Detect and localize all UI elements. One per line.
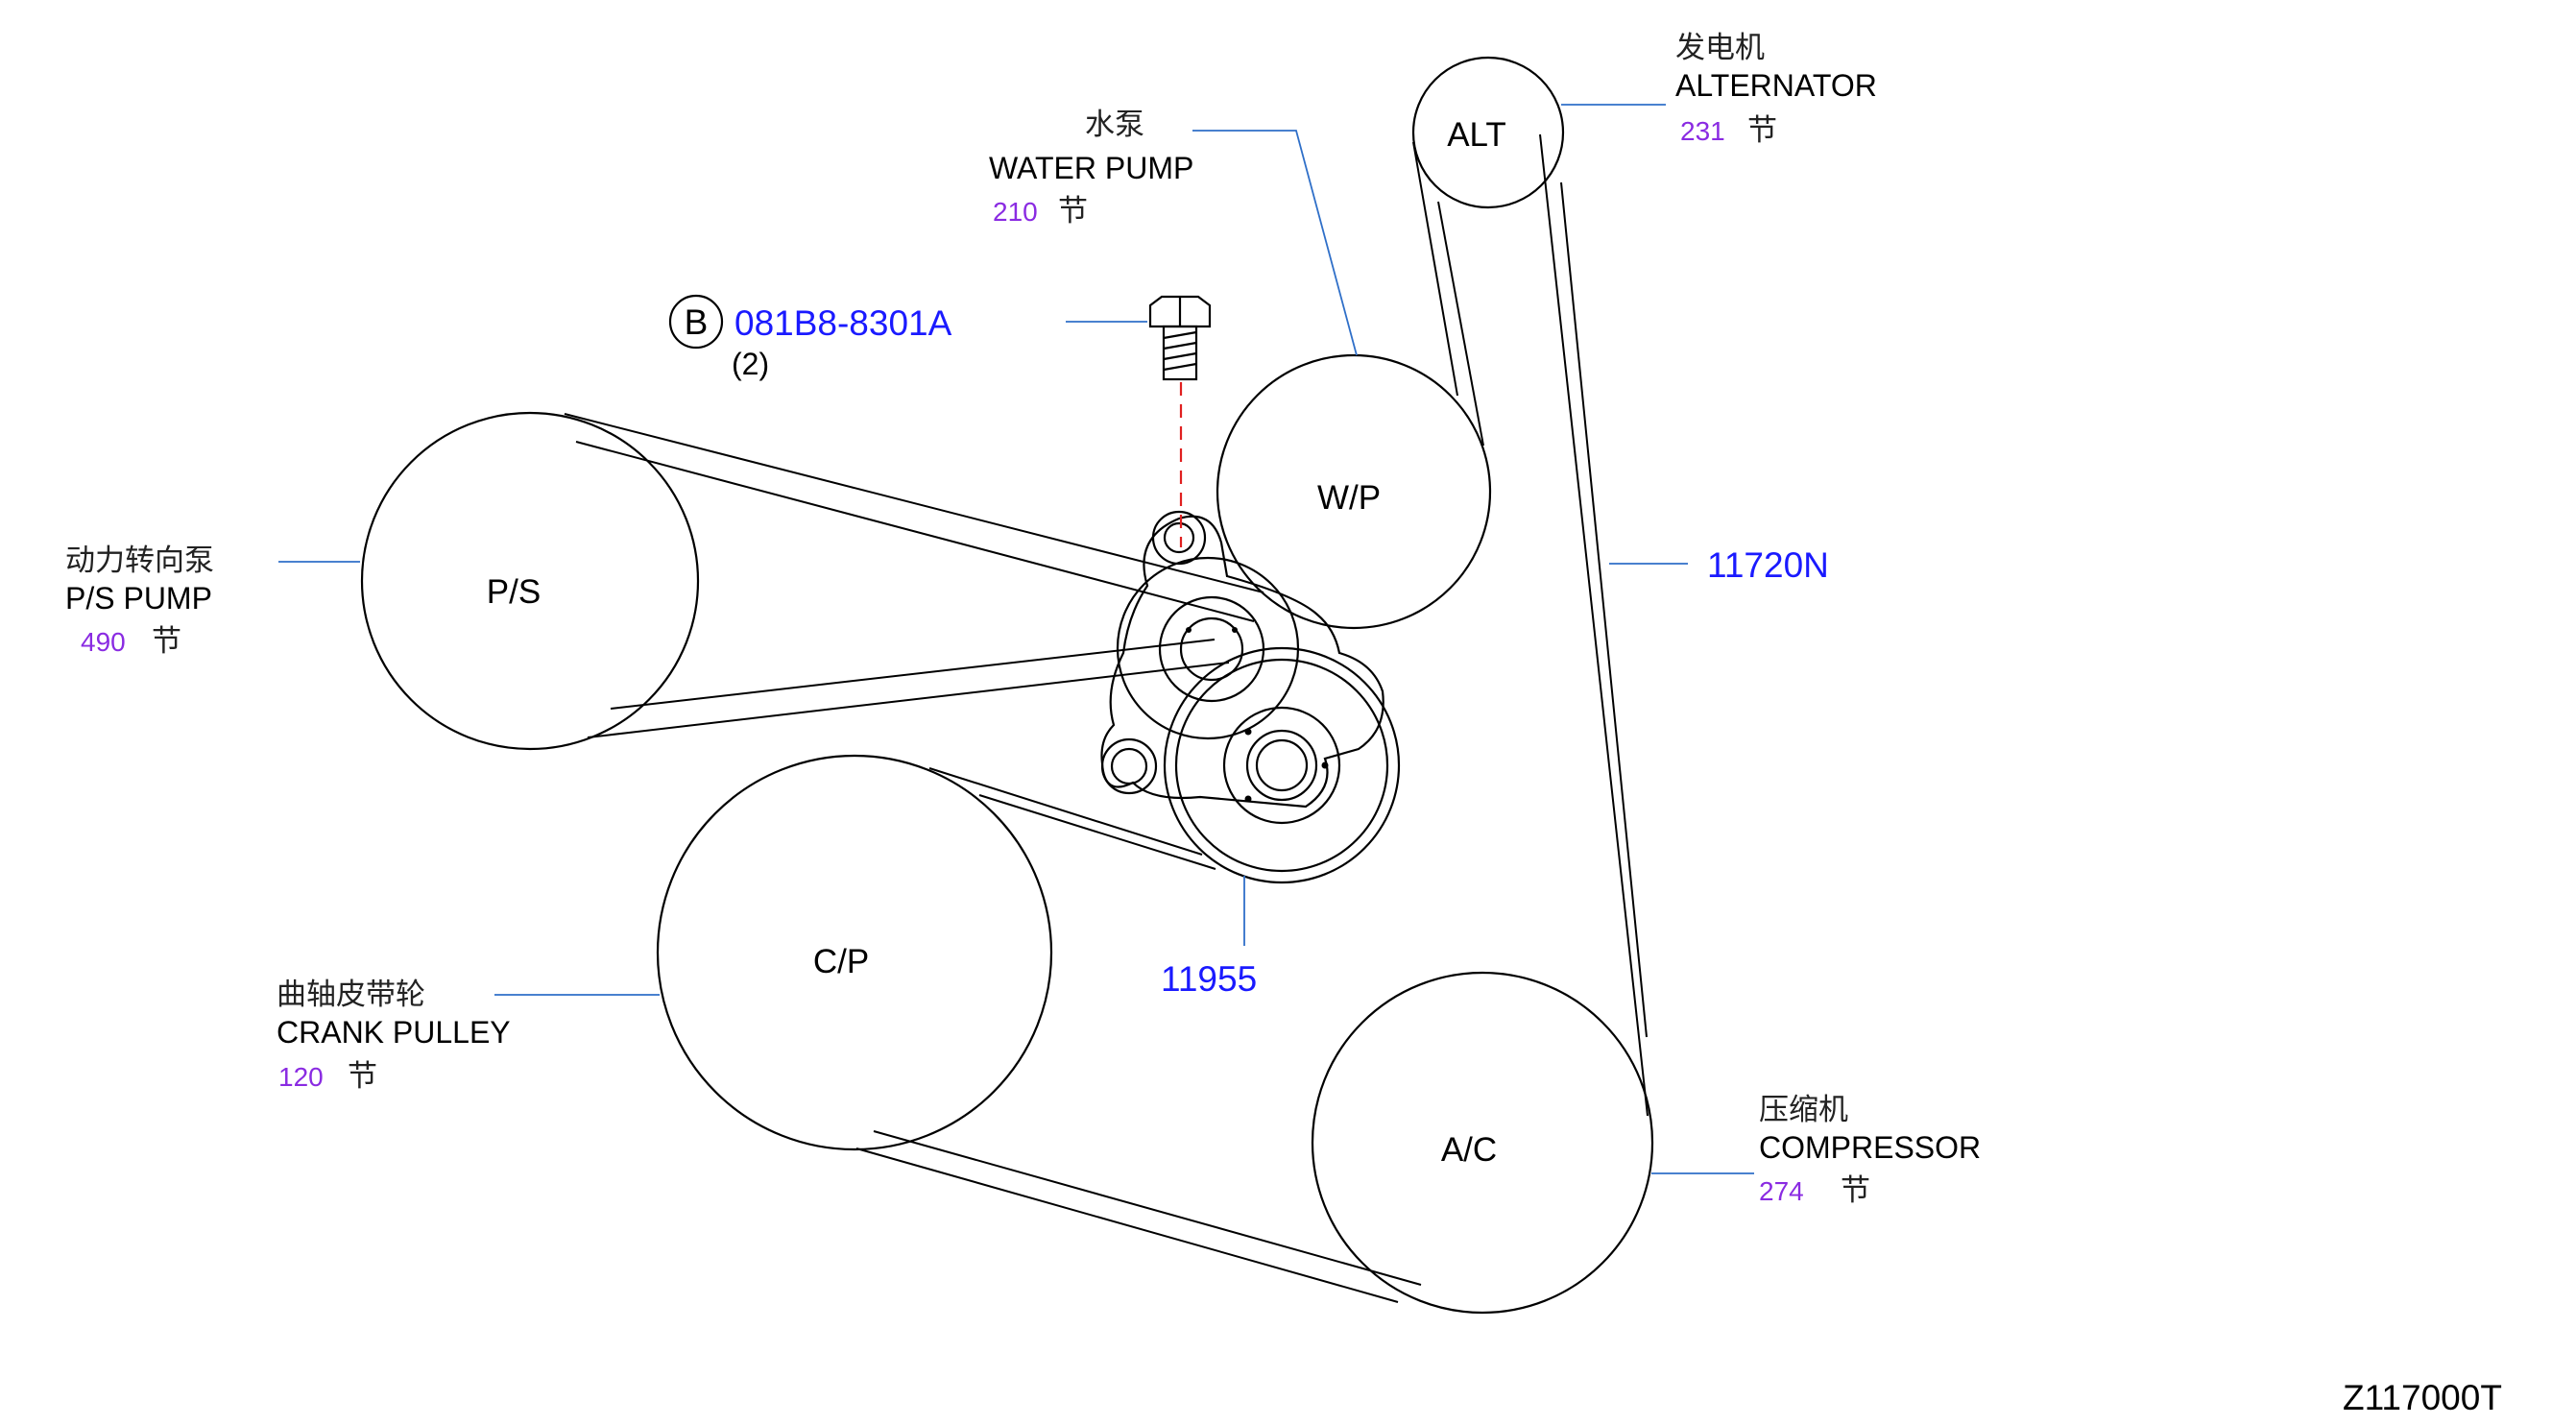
alternator-en-label: ALTERNATOR: [1675, 68, 1877, 103]
compressor-en-label: COMPRESSOR: [1759, 1130, 1981, 1165]
pulley-crank: C/P: [656, 754, 1053, 1151]
callout-water-pump: 水泵 WATER PUMP 210 节: [989, 108, 1193, 229]
bolt-icon: [1148, 295, 1212, 381]
pulley-ac-compressor: A/C: [1311, 971, 1654, 1315]
ps-pump-section-number: 490: [81, 627, 126, 657]
water-pump-section-suffix: 节: [1058, 194, 1088, 229]
pulley-label-cp: C/P: [813, 943, 869, 980]
pulley-label-ps: P/S: [487, 573, 541, 611]
leader-lines: [278, 104, 1754, 1174]
ps-pump-cn-label: 动力转向泵: [65, 543, 214, 578]
callout-alternator: 发电机 ALTERNATOR 231 节: [1675, 31, 1877, 148]
water-pump-section-number: 210: [993, 197, 1038, 227]
crank-pulley-en-label: CRANK PULLEY: [277, 1015, 511, 1050]
compressor-cn-label: 压缩机: [1759, 1093, 1848, 1127]
drive-belt: [564, 133, 1649, 1303]
pulley-label-alt: ALT: [1447, 116, 1506, 154]
callout-ps-pump: 动力转向泵 P/S PUMP 490 节: [65, 543, 214, 659]
pulley-alternator: ALT: [1411, 56, 1565, 209]
crank-pulley-section-number: 120: [278, 1062, 324, 1092]
water-pump-cn-label: 水泵: [1085, 108, 1144, 142]
alternator-cn-label: 发电机: [1675, 31, 1765, 65]
pulley-power-steering: P/S: [360, 411, 700, 751]
callout-compressor: 压缩机 COMPRESSOR 274 节: [1759, 1093, 1981, 1208]
pulley-water-pump: W/P: [1216, 353, 1492, 630]
callout-crank-pulley: 曲轴皮带轮 CRANK PULLEY 120 节: [277, 978, 511, 1094]
water-pump-en-label: WATER PUMP: [989, 151, 1193, 185]
diagram-code: Z117000T: [2343, 1378, 2502, 1417]
bolt-quantity: (2): [732, 347, 769, 381]
tensioner-part-number: 11955: [1161, 959, 1257, 999]
belt-part-number: 11720N: [1707, 545, 1829, 585]
bolt-marker-letter: B: [685, 302, 709, 342]
bolt-part-number: 081B8-8301A: [734, 303, 952, 343]
alternator-section-suffix: 节: [1747, 113, 1777, 148]
crank-pulley-section-suffix: 节: [348, 1059, 377, 1094]
tensioner-assembly: [1100, 510, 1401, 884]
compressor-section-suffix: 节: [1841, 1173, 1870, 1208]
compressor-section-number: 274: [1759, 1176, 1804, 1206]
bolt-callout: B 081B8-8301A (2): [668, 294, 952, 381]
pulley-label-wp: W/P: [1317, 479, 1381, 517]
ps-pump-en-label: P/S PUMP: [65, 581, 212, 616]
crank-pulley-cn-label: 曲轴皮带轮: [277, 978, 425, 1012]
alternator-section-number: 231: [1680, 116, 1725, 146]
pulley-label-ac: A/C: [1441, 1131, 1497, 1169]
ps-pump-section-suffix: 节: [152, 624, 181, 659]
